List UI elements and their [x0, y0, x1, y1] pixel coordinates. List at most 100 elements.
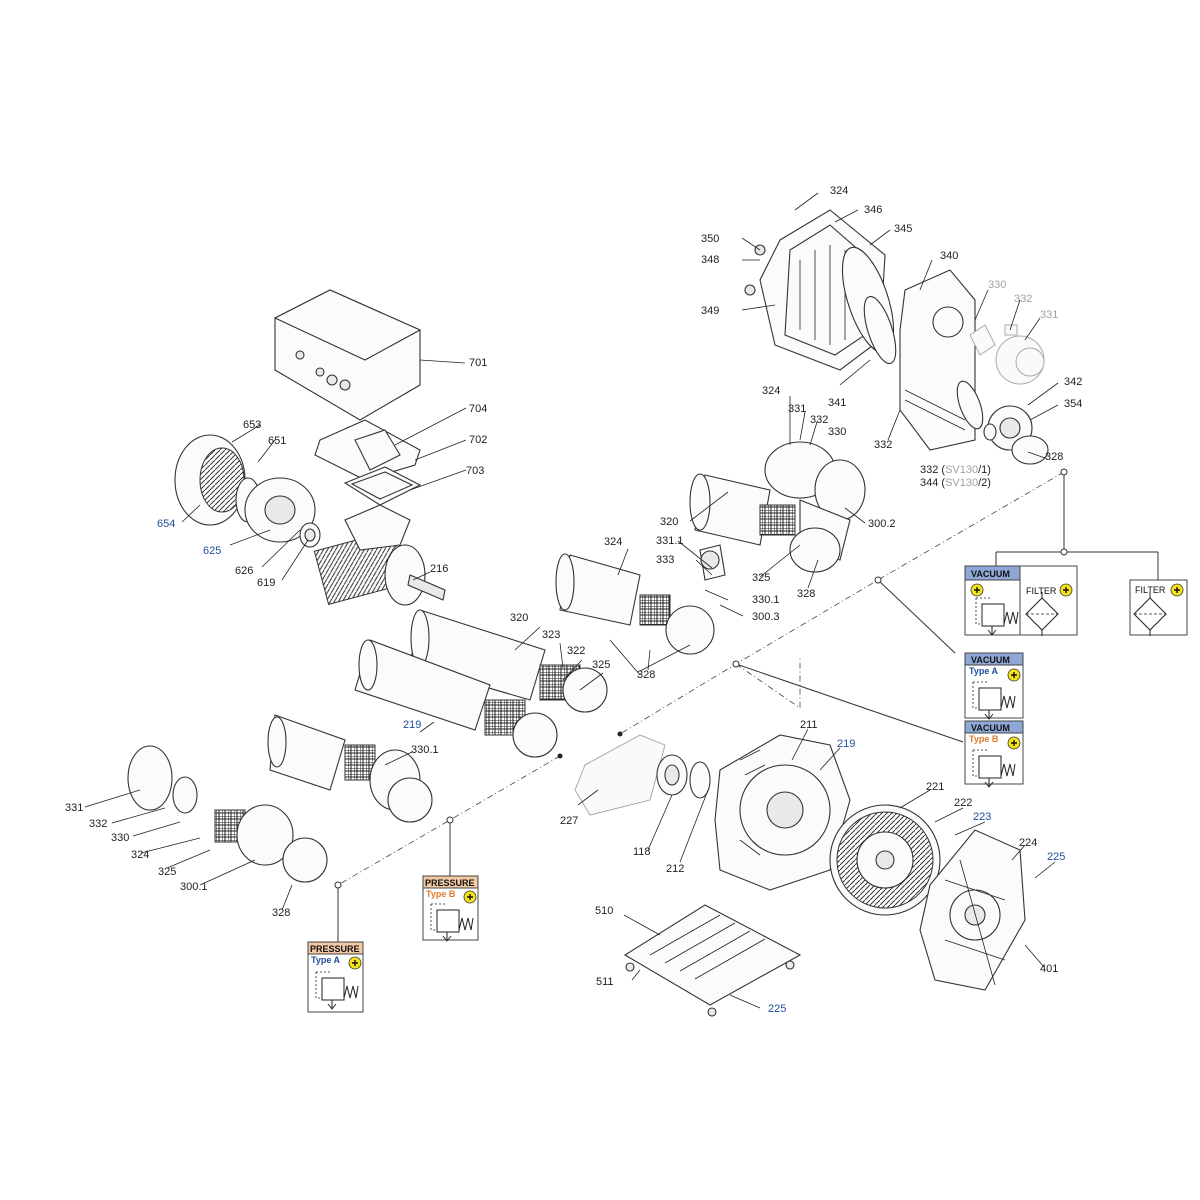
part-label: 300.3 — [752, 611, 780, 623]
part-label: 323 — [542, 629, 560, 641]
part-label: 328 — [1045, 451, 1063, 463]
side-channel-housing — [744, 209, 897, 371]
part-label: 341 — [828, 397, 846, 409]
part-label: 330 — [828, 426, 846, 438]
flange-227 — [574, 734, 666, 816]
part-label: 225 — [768, 1003, 786, 1015]
part-label: 223 — [973, 811, 991, 823]
plus-icon — [1007, 736, 1021, 750]
part-label: 328 — [272, 907, 290, 919]
blower-housing-211 — [714, 734, 851, 891]
part-label: 211 — [800, 719, 818, 731]
type-label: Type A — [311, 955, 341, 965]
part-label: 702 — [469, 434, 487, 446]
part-label: 331 — [65, 802, 83, 814]
part-label: 324 — [762, 385, 780, 397]
part-label: 703 — [466, 465, 484, 477]
part-label: 701 — [469, 357, 487, 369]
plus-icon — [1007, 668, 1021, 682]
vacuum-type-a-box: VACUUM Type A — [964, 652, 1024, 720]
part-label: 325 — [752, 572, 770, 584]
part-label: 626 — [235, 565, 253, 577]
part-label: 224 — [1019, 837, 1037, 849]
part-label: 331 — [1040, 309, 1058, 321]
part-label: 333 — [656, 554, 674, 566]
part-label: 320 — [510, 612, 528, 624]
silencer-219 — [354, 639, 558, 758]
part-label: 332 — [874, 439, 892, 451]
vacuum-header: VACUUM — [971, 569, 1010, 579]
pressure-type-b-box: PRESSURE Type B — [422, 875, 479, 942]
plus-icon — [970, 583, 984, 597]
part-label: 300.1 — [180, 881, 208, 893]
filter-header: FILTER — [1026, 586, 1057, 596]
vacuum-type-b-box: VACUUM Type B — [964, 720, 1024, 788]
silencer-300-1 — [127, 745, 328, 883]
part-label: 346 — [864, 204, 882, 216]
part-label: 704 — [469, 403, 487, 415]
part-label: 324 — [131, 849, 149, 861]
part-label: 332 — [1014, 293, 1032, 305]
bearing-619 — [299, 522, 321, 548]
type-label: Type B — [969, 734, 999, 744]
part-label: 328 — [637, 669, 655, 681]
cover-401 — [919, 829, 1026, 991]
part-label: 331 — [788, 403, 806, 415]
seal-212 — [689, 761, 711, 799]
part-label: 331.1 — [656, 535, 684, 547]
silencer-330-1 — [267, 714, 433, 823]
part-label: 345 — [894, 223, 912, 235]
vacuum-header: VACUUM — [971, 655, 1010, 665]
end-shield-625 — [244, 477, 316, 543]
plus-icon — [348, 956, 362, 970]
part-label: 330 — [988, 279, 1006, 291]
part-label: 354 — [1064, 398, 1082, 410]
part-label: 330 — [111, 832, 129, 844]
part-label: 324 — [604, 536, 622, 548]
part-labels: 324 346 350 345 348 340 330 332 331 349 … — [65, 185, 1082, 1015]
housing-cover-340 — [899, 269, 984, 451]
pressure-header: PRESSURE — [425, 878, 475, 888]
part-label: 330.1 — [411, 744, 439, 756]
part-label: 118 — [633, 846, 651, 858]
valve-assembly-354 — [983, 405, 1049, 465]
filter-box: FILTER — [1129, 579, 1188, 637]
pressure-type-a-box: PRESSURE Type A — [307, 941, 364, 1013]
leader-lines — [84, 192, 1059, 1009]
silencer-320-lower — [409, 609, 608, 713]
vacuum-filter-box: VACUUM FILTER — [964, 565, 1078, 637]
part-label: 227 — [560, 815, 578, 827]
part-label: 510 — [595, 905, 613, 917]
vacuum-header: VACUUM — [971, 723, 1010, 733]
motor-216 — [313, 504, 446, 606]
type-label: Type A — [969, 666, 999, 676]
motor-fan-grey — [969, 324, 1045, 385]
part-label: 511 — [596, 976, 614, 988]
part-label: 320 — [660, 516, 678, 528]
part-label: 332 — [89, 818, 107, 830]
part-label: 216 — [430, 563, 448, 575]
part-label: 349 — [701, 305, 719, 317]
part-label: 221 — [926, 781, 944, 793]
part-label: 212 — [666, 863, 684, 875]
part-label: 300.2 — [868, 518, 896, 530]
silencer-320-middle — [555, 544, 726, 655]
part-label: 330.1 — [752, 594, 780, 606]
part-label: 401 — [1040, 963, 1058, 975]
sv-note-344: 344 (SV130/2) — [920, 477, 991, 489]
fan-cowl-653 — [174, 434, 246, 526]
sv-note-332: 332 (SV130/1) — [920, 464, 991, 476]
part-label: 322 — [567, 645, 585, 657]
part-label: 324 — [830, 185, 848, 197]
part-label: 654 — [157, 518, 175, 530]
part-label: 219 — [837, 738, 855, 750]
part-label: 225 — [1047, 851, 1065, 863]
plus-icon — [1059, 583, 1073, 597]
part-label: 222 — [954, 797, 972, 809]
filter-header: FILTER — [1135, 585, 1166, 595]
bearing-118 — [656, 754, 688, 796]
plus-icon — [463, 890, 477, 904]
part-label: 619 — [257, 577, 275, 589]
axis-lines — [334, 468, 1159, 942]
